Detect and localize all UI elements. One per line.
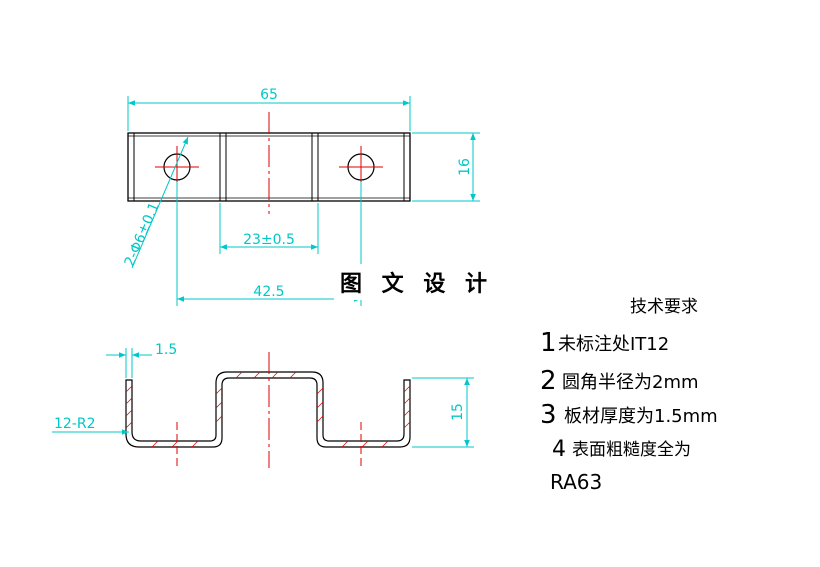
section-hatching [125, 371, 411, 448]
note-text: 未标注处IT12 [558, 334, 669, 355]
front-view: 1.5 15 12-R2 [52, 342, 474, 468]
centerlines-front [176, 352, 362, 468]
technical-requirements: 技术要求 1 未标注处IT12 2 圆角半径为2mm 3 板材厚度为1.5mm … [540, 297, 718, 494]
dim-thickness [106, 348, 152, 378]
note-text: 板材厚度为1.5mm [564, 406, 718, 427]
bracket-section [125, 371, 411, 448]
note-text: 表面粗糙度全为 [572, 440, 691, 460]
dim-thickness-text: 1.5 [155, 342, 177, 358]
dim-height [412, 377, 474, 448]
dim-overall-length-text: 65 [260, 87, 278, 103]
note-number: 4 [552, 437, 566, 462]
notes-title: 技术要求 [630, 297, 698, 317]
dim-bend-radius-text: 12-R2 [54, 416, 96, 432]
note-number: 2 [540, 366, 557, 396]
stamp-background [334, 264, 484, 300]
note-continuation: RA63 [550, 470, 602, 494]
dim-hole-spacing-text: 23±0.5 [243, 232, 295, 248]
note-number: 1 [540, 328, 557, 358]
dim-height-text: 15 [450, 403, 466, 421]
dim-width-text: 16 [457, 158, 473, 176]
dim-hole-spec-text: 2-Φ6±0.1 [122, 200, 163, 269]
dim-overall-length [127, 96, 411, 131]
note-text: 圆角半径为2mm [562, 372, 699, 393]
stamp-text: 图 文 设 计 [340, 271, 493, 297]
dim-hole-spacing [219, 203, 319, 254]
dim-hole-leader [131, 136, 189, 269]
dim-width [412, 132, 480, 202]
note-number: 3 [540, 400, 557, 430]
dim-hole-position-text: 42.5 [253, 284, 284, 300]
